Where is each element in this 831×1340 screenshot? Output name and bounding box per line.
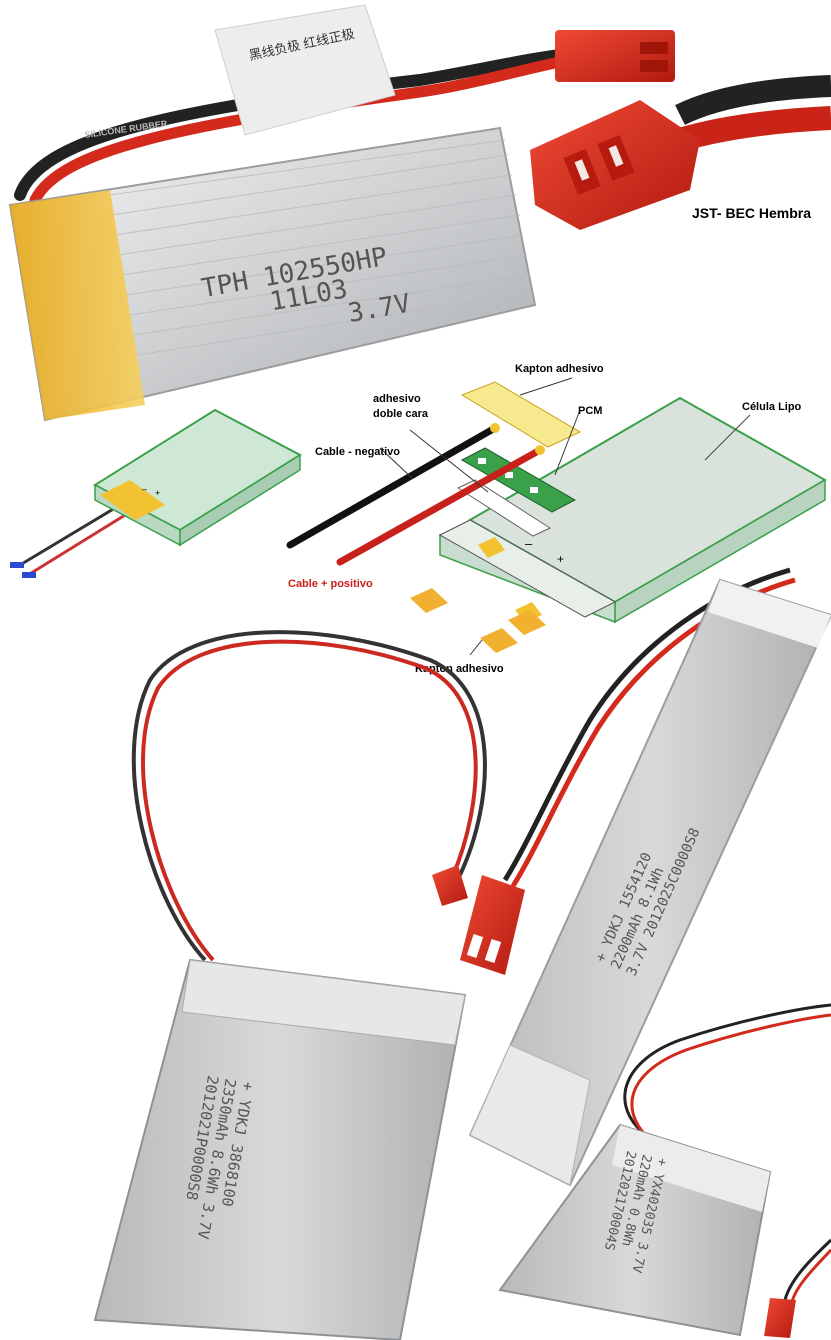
warning-tag: 黑线负极 红线正极 <box>214 4 396 136</box>
label-adhesivo-1: adhesivo <box>373 393 421 405</box>
top-connector <box>555 30 675 82</box>
svg-text:+: + <box>155 488 160 498</box>
large-flat-cell: + YDKJ 3868100 2350mAh 8.6Wh 3.7V 201202… <box>93 630 487 1340</box>
double-side-adhesive <box>456 479 552 537</box>
pcm-board <box>460 447 577 513</box>
long-cell: + YDKJ 1554120 2200mAh 8.1Wh 3.7V 201202… <box>460 567 831 1187</box>
svg-text:+: + <box>557 552 564 566</box>
celula-pointer <box>704 414 751 461</box>
small-cell: + YX402035 3.7V 220mAh 0.8Wh 20120217000… <box>498 1003 831 1338</box>
connector-label: JST- BEC Hembra <box>692 205 811 221</box>
large-cell-connector <box>432 865 468 906</box>
diagram-labels: Kapton adhesivo adhesivo doble cara PCM … <box>288 363 802 675</box>
positive-cable <box>336 446 544 566</box>
kapton-wrap <box>10 190 145 420</box>
kapton-top-piece <box>460 381 582 448</box>
exploded-diagram: – + <box>286 377 828 656</box>
label-celula: Célula Lipo <box>742 401 802 413</box>
svg-text:–: – <box>142 484 147 494</box>
label-adhesivo-2: doble cara <box>373 408 429 420</box>
label-pcm: PCM <box>578 405 602 417</box>
top-battery-body <box>8 126 537 422</box>
svg-text:–: – <box>525 536 533 551</box>
jst-bec-connector <box>530 75 831 230</box>
label-kapton-top: Kapton adhesivo <box>515 363 604 375</box>
label-cable-neg: Cable - negativo <box>315 446 400 458</box>
small-assembled-cell: – + <box>10 408 303 578</box>
label-kapton-bottom: Kapton adhesivo <box>415 663 504 675</box>
long-cell-connector <box>460 875 525 975</box>
top-battery: SILICONE RUBBER 黑线负极 红线正极 TPH 102550H <box>8 4 675 422</box>
label-cable-pos: Cable + positivo <box>288 578 373 590</box>
negative-cable <box>286 424 499 549</box>
